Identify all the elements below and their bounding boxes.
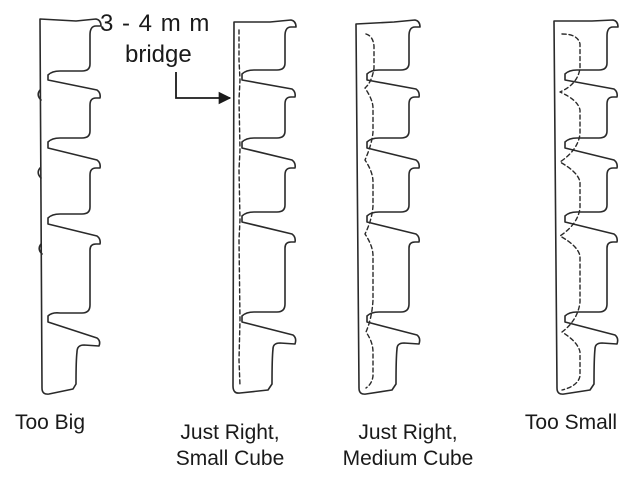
caption-medium-cube: Just Right, Medium Cube: [320, 420, 496, 472]
caption-line: Too Big: [14, 411, 86, 434]
strip-outline: [553, 19, 619, 395]
caption-small-cube: Just Right, Small Cube: [155, 420, 305, 472]
strip-too-big: [37, 18, 102, 395]
caption-line: Just Right,: [358, 421, 458, 444]
cut-line: [238, 29, 241, 387]
bridge-label: bridge: [125, 41, 192, 68]
bridge-notch: [37, 89, 42, 101]
strip-medium-cube: [355, 19, 421, 395]
strip-outline: [355, 19, 421, 395]
cut-line: [559, 33, 581, 391]
strip-small-cube: [232, 19, 297, 394]
caption-too-big: Too Big: [0, 410, 100, 436]
caption-line: Small Cube: [175, 447, 285, 470]
caption-line: Just Right,: [180, 421, 280, 444]
bridge-notch: [37, 167, 42, 179]
bridge-size-label: 3 - 4 m m: [100, 10, 211, 37]
bridge-notch: [38, 243, 43, 255]
caption-line: Too Small: [524, 411, 618, 434]
caption-too-small: Too Small: [507, 410, 635, 436]
caption-line: Medium Cube: [342, 447, 474, 470]
strip-outline: [39, 18, 102, 395]
strip-too-small: [553, 19, 619, 395]
bridge-arrow: [175, 72, 232, 105]
cut-line: [364, 33, 375, 389]
strip-outline: [232, 19, 297, 394]
